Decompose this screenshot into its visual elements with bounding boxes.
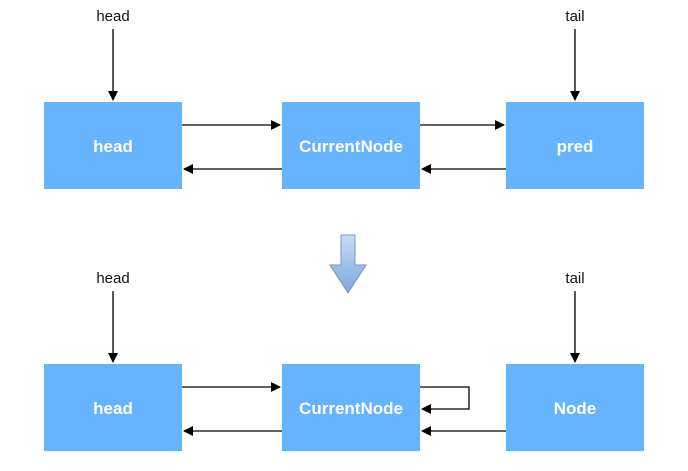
before-node-current: CurrentNode — [282, 102, 420, 189]
before-head-pointer: head — [96, 8, 130, 101]
after-tail-pointer: tail — [565, 270, 585, 363]
before-node-pred-label: pred — [557, 137, 594, 156]
before-node-head-box — [44, 102, 182, 189]
after-node-head-label: head — [93, 399, 133, 418]
after-node-new-box — [506, 364, 644, 451]
before-node-head-label: head — [93, 137, 133, 156]
before-head-pointer-label: head — [96, 8, 129, 25]
after-tail-pointer-label: tail — [565, 270, 584, 287]
after-node-head-box — [44, 364, 182, 451]
after-link-current-self-loop — [420, 386, 470, 414]
before-node-pred: pred — [506, 102, 644, 189]
before-tail-pointer-label: tail — [565, 8, 584, 25]
after-head-pointer-label: head — [96, 270, 129, 287]
before-tail-pointer: tail — [565, 8, 585, 101]
after-node-current: CurrentNode — [282, 364, 420, 451]
after-node-head: head — [44, 364, 182, 451]
before-node-head: head — [44, 102, 182, 189]
after-state: head tail head CurrentNode Node — [44, 270, 644, 451]
after-node-new: Node — [506, 364, 644, 451]
before-node-current-box — [282, 102, 420, 189]
after-node-current-label: CurrentNode — [299, 399, 403, 418]
down-arrow-icon — [329, 234, 367, 294]
before-node-current-label: CurrentNode — [299, 137, 403, 156]
after-head-pointer: head — [96, 270, 130, 363]
after-node-current-box — [282, 364, 420, 451]
before-state: head tail head CurrentNode pred — [44, 8, 644, 189]
after-node-new-label: Node — [554, 399, 597, 418]
before-node-pred-box — [506, 102, 644, 189]
